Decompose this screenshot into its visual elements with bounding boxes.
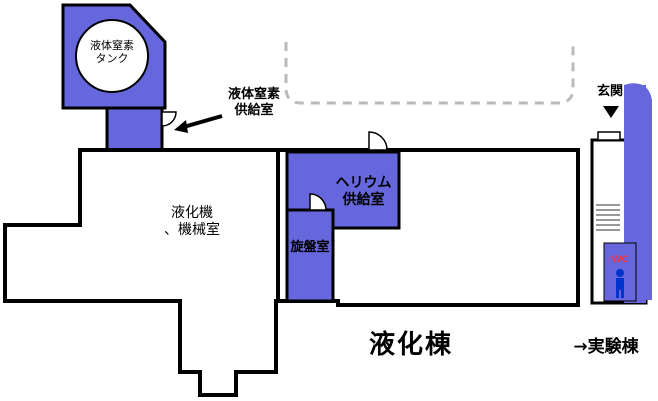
label-ln2-supply: 液体窒素 供給室 <box>227 87 280 118</box>
label-entrance: 玄関 <box>596 84 623 99</box>
arrow-line <box>179 114 223 130</box>
dashed-outline <box>284 42 575 105</box>
stairs <box>596 204 620 231</box>
person-icon <box>616 269 624 298</box>
helium-door <box>368 131 388 151</box>
label-helium-supply: ヘリウム 供給室 <box>335 175 392 208</box>
label-lathe: 旋盤室 <box>290 240 330 255</box>
label-building: 液化棟 <box>368 330 453 360</box>
entrance-triangle-icon <box>603 106 619 118</box>
label-wc: WC <box>611 255 629 265</box>
ln2-supply-room <box>105 106 164 152</box>
ln2-door <box>161 111 177 127</box>
lathe-door <box>309 193 327 211</box>
label-to-lab: →実験棟 <box>573 337 639 357</box>
tank-circle <box>75 19 149 93</box>
label-liquefier: 液化機 、機械室 <box>164 205 220 238</box>
entrance-mark <box>597 131 621 141</box>
arrow-head <box>174 120 188 133</box>
label-tank: 液体窒素 タンク <box>90 39 134 66</box>
